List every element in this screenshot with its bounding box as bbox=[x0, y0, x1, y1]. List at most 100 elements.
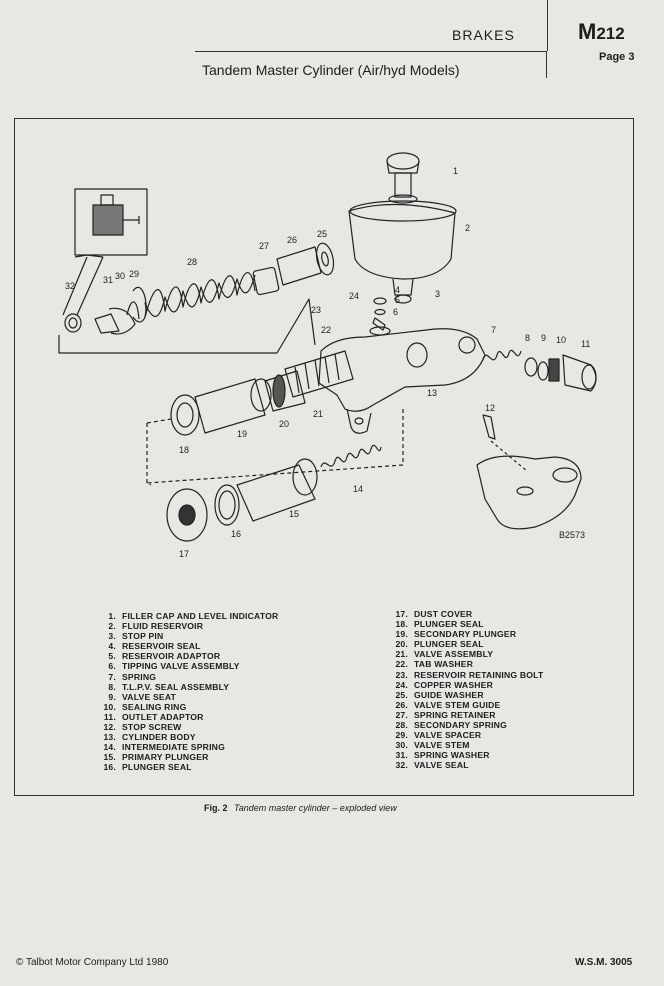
legend-item: 12.STOP SCREW bbox=[92, 722, 278, 732]
callout-20: 20 bbox=[279, 419, 289, 429]
legend-item: 5.RESERVOIR ADAPTOR bbox=[92, 651, 278, 661]
legend-item-number: 3. bbox=[108, 631, 116, 642]
page-code-letter: M bbox=[578, 19, 597, 44]
legend-item-name: VALVE SEAL bbox=[414, 760, 469, 771]
legend-item-name: PLUNGER SEAL bbox=[414, 619, 484, 630]
legend-item: 28.SECONDARY SPRING bbox=[384, 720, 543, 730]
callout-11: 11 bbox=[581, 339, 590, 349]
legend-item-number: 9. bbox=[108, 691, 116, 702]
legend-item: 20. PLUNGER SEAL bbox=[384, 639, 543, 649]
section-title: BRAKES bbox=[452, 27, 515, 43]
secondary-spring-assembly bbox=[64, 242, 335, 335]
legend-item-number: 5. bbox=[108, 651, 116, 662]
legend-item: 4.RESERVOIR SEAL bbox=[92, 641, 278, 651]
legend-item: 21.VALVE ASSEMBLY bbox=[384, 649, 543, 659]
legend-item: 7.SPRING bbox=[92, 672, 278, 682]
legend-item-number: 22. bbox=[395, 659, 408, 670]
legend-item: 3.STOP PIN bbox=[92, 631, 278, 641]
legend-item-number: 17. bbox=[395, 609, 408, 619]
legend-item-name: DUST COVER bbox=[414, 609, 473, 619]
legend-item: 22. TAB WASHER bbox=[384, 659, 543, 669]
legend-item: 15. PRIMARY PLUNGER bbox=[92, 752, 278, 762]
legend-item: 13. CYLINDER BODY bbox=[92, 732, 278, 742]
legend-item-name: SPRING RETAINER bbox=[414, 709, 496, 720]
page-code-number: 212 bbox=[596, 24, 625, 43]
detail-bracket bbox=[58, 298, 316, 354]
stop-screw-drawing bbox=[476, 414, 582, 530]
legend-item-number: 29. bbox=[395, 730, 408, 741]
legend-item-number: 6. bbox=[108, 661, 116, 672]
legend-item: 8.T.L.P.V. SEAL ASSEMBLY bbox=[92, 682, 278, 692]
legend-item: 27.SPRING RETAINER bbox=[384, 710, 543, 720]
legend-item-name: VALVE SEAT bbox=[122, 691, 177, 702]
legend-item: 29.VALVE SPACER bbox=[384, 730, 543, 740]
figure-caption-text: Tandem master cylinder – exploded view bbox=[234, 803, 397, 813]
legend-item-number: 10. bbox=[103, 701, 116, 712]
legend-item-name: PRIMARY PLUNGER bbox=[122, 752, 209, 763]
callout-1: 1 bbox=[453, 166, 458, 176]
page-title: Tandem Master Cylinder (Air/hyd Models) bbox=[202, 62, 460, 78]
header-rule bbox=[195, 51, 547, 53]
legend-item: 11.OUTLET ADAPTOR bbox=[92, 712, 278, 722]
parts-legend-right: 17. DUST COVER 18. PLUNGER SEAL 19. SECONDARY… bbox=[384, 609, 543, 771]
callout-28: 28 bbox=[187, 257, 197, 267]
callout-23: 23 bbox=[311, 305, 321, 315]
legend-item-number: 32. bbox=[395, 760, 408, 771]
legend-item: 17. DUST COVER bbox=[384, 609, 543, 619]
figure-caption-label: Fig. 2 bbox=[204, 803, 228, 813]
dashed-bracket-left bbox=[146, 418, 172, 486]
legend-item: 14.INTERMEDIATE SPRING bbox=[92, 742, 278, 752]
legend-item-number: 11. bbox=[103, 711, 116, 722]
valve-detail-inset bbox=[62, 188, 148, 316]
callout-27: 27 bbox=[259, 241, 269, 251]
exploded-view-drawing: 1 2 3 4 5 6 7 8 9 10 11 12 13 14 15 16 1… bbox=[58, 152, 597, 559]
outlet-adaptor-drawing bbox=[482, 349, 597, 392]
legend-item-name: PLUNGER SEAL bbox=[414, 639, 484, 650]
callout-25: 25 bbox=[317, 229, 327, 239]
legend-item-number: 4. bbox=[108, 641, 116, 652]
callout-7: 7 bbox=[491, 325, 496, 335]
callout-17: 17 bbox=[179, 549, 189, 559]
legend-item-number: 7. bbox=[108, 671, 116, 682]
callout-8: 8 bbox=[525, 333, 530, 343]
legend-item-number: 26. bbox=[395, 699, 408, 710]
legend-item-number: 28. bbox=[395, 720, 408, 731]
legend-item: 31.SPRING WASHER bbox=[384, 750, 543, 760]
callout-30: 30 bbox=[115, 271, 125, 281]
callout-14: 14 bbox=[353, 484, 363, 494]
legend-item-name: TAB WASHER bbox=[414, 659, 474, 670]
legend-item-number: 14. bbox=[103, 742, 116, 753]
callout-5: 5 bbox=[395, 295, 400, 305]
legend-item-name: SECONDARY PLUNGER bbox=[414, 629, 517, 640]
legend-item: 16.PLUNGER SEAL bbox=[92, 762, 278, 772]
callout-12: 12 bbox=[485, 403, 495, 413]
callout-22: 22 bbox=[321, 325, 331, 335]
legend-item-number: 19. bbox=[395, 629, 408, 640]
legend-item-name: CYLINDER BODY bbox=[122, 732, 196, 743]
callout-19: 19 bbox=[237, 429, 247, 439]
copyright-notice: © Talbot Motor Company Ltd 1980 bbox=[16, 957, 169, 968]
legend-item-name: VALVE STEM bbox=[414, 740, 470, 751]
callout-31: 31 bbox=[103, 275, 113, 285]
legend-item: 19. SECONDARY PLUNGER bbox=[384, 629, 543, 639]
legend-item: 25.GUIDE WASHER bbox=[384, 690, 543, 700]
legend-item: 10.SEALING RING bbox=[92, 702, 278, 712]
legend-item-number: 20. bbox=[395, 639, 408, 650]
legend-item-name: GUIDE WASHER bbox=[414, 689, 484, 700]
callout-10: 10 bbox=[556, 335, 566, 345]
legend-item-number: 18. bbox=[395, 619, 408, 630]
legend-item-number: 13. bbox=[103, 732, 116, 743]
figure-ref: B2573 bbox=[559, 530, 585, 540]
legend-item: 24.COPPER WASHER bbox=[384, 680, 543, 690]
callout-29: 29 bbox=[129, 269, 139, 279]
callout-4: 4 bbox=[395, 285, 400, 295]
callout-labels: 1 2 3 4 5 6 7 8 9 10 11 12 13 14 15 16 1… bbox=[65, 166, 590, 559]
legend-item-number: 31. bbox=[395, 750, 408, 761]
legend-item: 9. VALVE SEAT bbox=[92, 692, 278, 702]
legend-item: 32. VALVE SEAL bbox=[384, 760, 543, 770]
legend-item-number: 15. bbox=[103, 752, 116, 763]
callout-24: 24 bbox=[349, 291, 359, 301]
legend-item-number: 16. bbox=[103, 762, 116, 773]
legend-item-number: 8. bbox=[108, 681, 116, 692]
